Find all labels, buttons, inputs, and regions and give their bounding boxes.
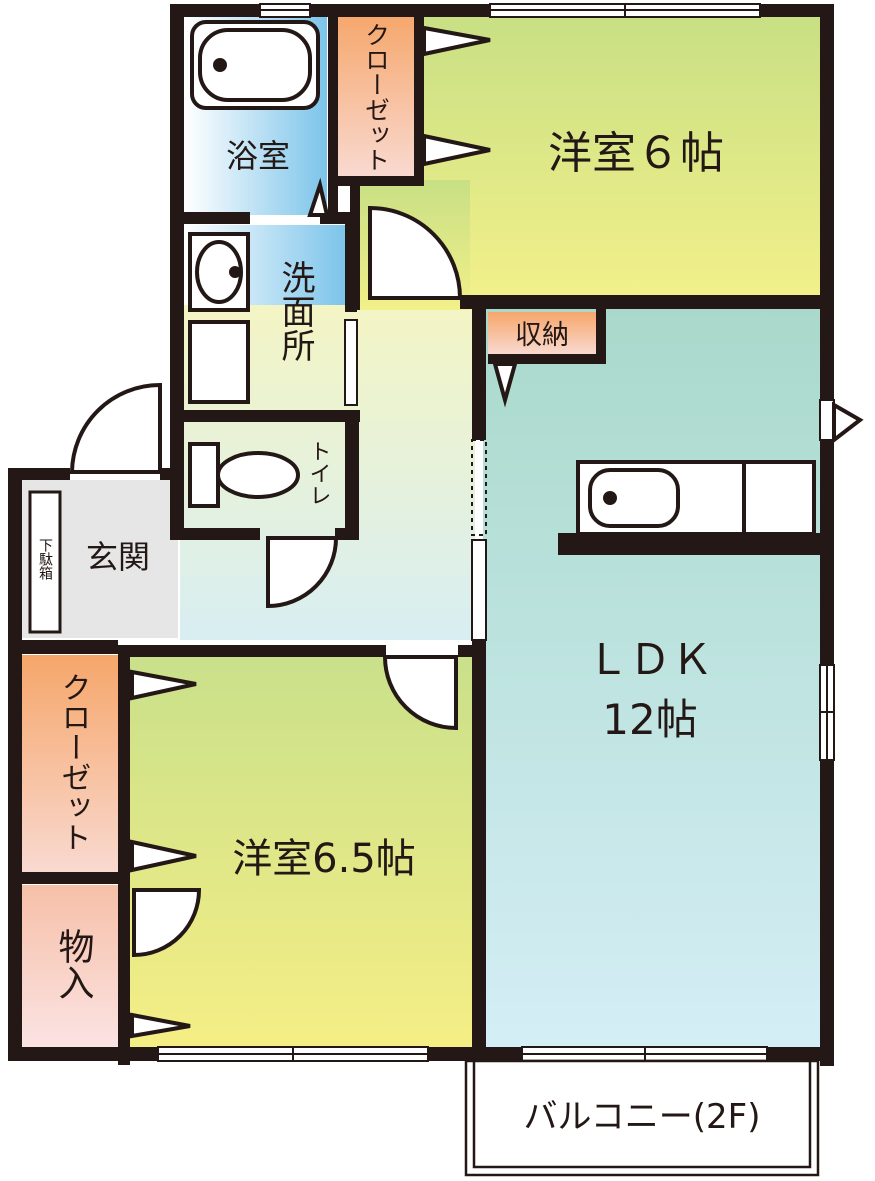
balcony <box>464 1059 820 1177</box>
storage-room-floor <box>20 885 120 1047</box>
windows <box>157 3 835 1062</box>
room-western-65-floor <box>130 655 473 1047</box>
label-storage-room: 物入 <box>53 928 94 1000</box>
label-washroom: 洗面所 <box>275 260 315 362</box>
label-bathroom: 浴室 <box>226 137 290 175</box>
storage-floor <box>488 312 596 354</box>
label-western-room-6: 洋室６帖 <box>548 128 724 179</box>
room-western-6-floor <box>420 15 822 297</box>
doors <box>69 205 463 958</box>
door-entrance <box>69 382 162 474</box>
label-closet-top: クローゼット <box>362 22 391 172</box>
bathtub <box>190 20 320 110</box>
closet-left-floor <box>20 655 120 872</box>
label-balcony: バルコニー(2F) <box>523 1097 760 1137</box>
closet-door-marks <box>130 25 864 1039</box>
closet-top-floor <box>338 12 414 176</box>
ldk-floor <box>483 305 822 1047</box>
label-toilet: トイレ <box>306 440 331 506</box>
toilet-fixture <box>188 442 300 508</box>
label-shoe-box: 下駄箱 <box>37 538 53 580</box>
wash-basin <box>188 232 250 404</box>
label-entrance: 玄関 <box>86 538 150 576</box>
walls <box>8 4 834 1066</box>
label-ldk-size: 12帖 <box>602 695 697 744</box>
door-storage-room <box>132 888 202 958</box>
door-toilet <box>266 536 339 609</box>
door-room65 <box>382 655 458 731</box>
shoe-box <box>28 490 62 634</box>
door-room6 <box>368 205 463 300</box>
label-ldk: ＬＤＫ <box>587 635 713 684</box>
label-storage: 収納 <box>515 320 569 351</box>
label-closet-left: クローゼット <box>56 672 91 852</box>
kitchen-sink <box>576 460 816 536</box>
label-western-room-65: 洋室6.5帖 <box>232 836 416 882</box>
